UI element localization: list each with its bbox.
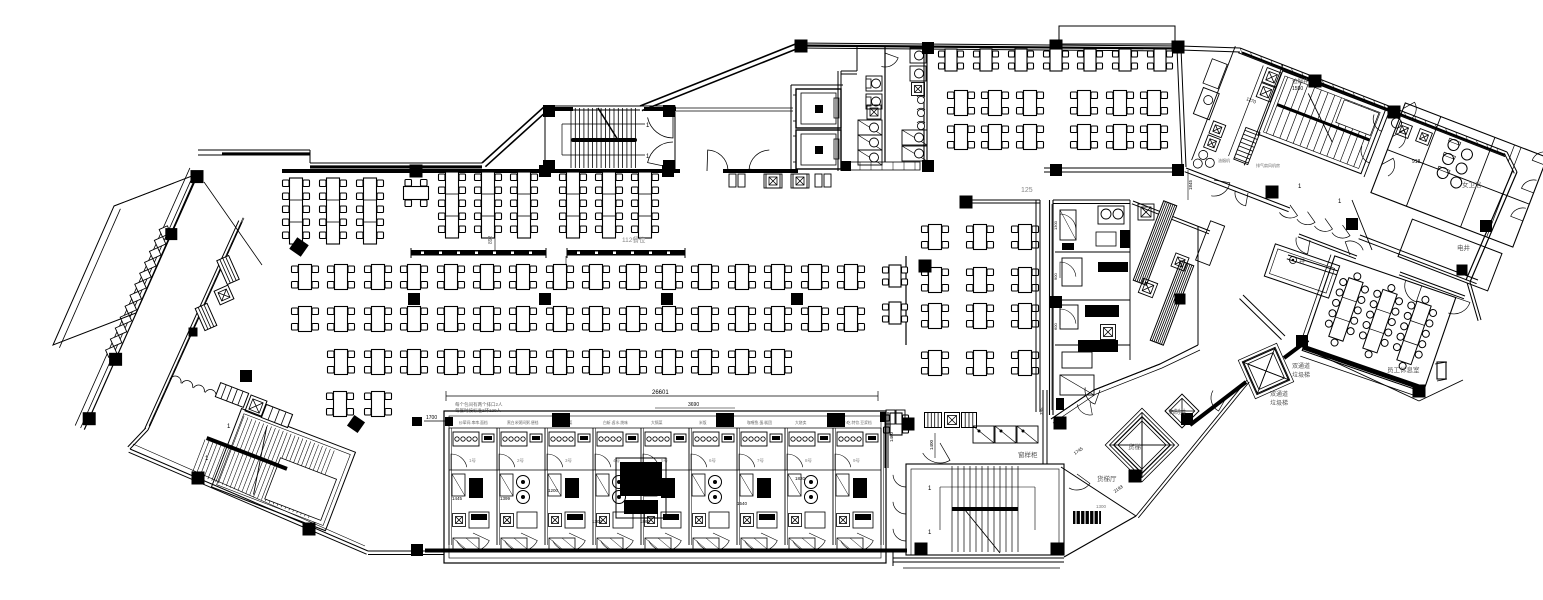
svg-text:600: 600 (1053, 323, 1058, 330)
svg-text:小吃.特饮.豆浆档: 小吃.特饮.豆浆档 (843, 420, 872, 425)
svg-text:垃圾梯: 垃圾梯 (1270, 399, 1288, 407)
svg-text:1: 1 (1298, 184, 1302, 190)
svg-text:电井: 电井 (1457, 243, 1471, 252)
svg-text:1: 1 (227, 424, 231, 430)
svg-text:7号: 7号 (757, 458, 765, 464)
svg-text:白斩.卤水.烧味: 白斩.卤水.烧味 (603, 420, 628, 425)
svg-text:1: 1 (928, 486, 932, 492)
svg-text:货梯: 货梯 (1128, 442, 1142, 451)
svg-text:货梯厅: 货梯厅 (1097, 474, 1117, 483)
svg-text:1: 1 (205, 456, 209, 462)
svg-text:边烟井: 边烟井 (1292, 77, 1309, 85)
svg-text:125: 125 (1021, 187, 1033, 194)
svg-text:5号: 5号 (661, 458, 669, 464)
svg-text:1302: 1302 (592, 519, 603, 524)
svg-text:井: 井 (1299, 257, 1305, 265)
svg-text:员工休息室: 员工休息室 (1387, 365, 1420, 374)
svg-text:2号: 2号 (517, 458, 525, 464)
svg-text:900: 900 (1053, 273, 1058, 280)
svg-text:6号: 6号 (709, 458, 717, 464)
svg-text:1399: 1399 (500, 496, 511, 501)
svg-text:米饭: 米饭 (699, 420, 707, 425)
svg-text:1400: 1400 (929, 439, 934, 450)
svg-text:1540: 1540 (737, 501, 748, 506)
svg-text:795: 795 (1039, 407, 1044, 415)
svg-text:排气扇风机房: 排气扇风机房 (1256, 162, 1280, 168)
svg-text:1445: 1445 (452, 496, 463, 501)
svg-text:黑白米粥间粥.便档: 黑白米粥间粥.便档 (507, 420, 539, 425)
svg-text:油烟机: 油烟机 (1218, 157, 1230, 163)
svg-text:26601: 26601 (652, 390, 669, 396)
svg-text:1460: 1460 (889, 431, 894, 442)
svg-text:1号: 1号 (469, 458, 477, 464)
svg-text:1270: 1270 (1246, 96, 1258, 104)
svg-text:3690: 3690 (688, 402, 699, 408)
svg-text:大锅菜: 大锅菜 (651, 420, 663, 425)
svg-text:1: 1 (646, 123, 650, 129)
svg-text:窗样柜: 窗样柜 (1018, 450, 1038, 459)
svg-text:1300: 1300 (1096, 504, 1107, 509)
svg-text:1200: 1200 (548, 488, 559, 493)
svg-text:每个包间有两个排口2人: 每个包间有两个排口2人 (455, 401, 503, 408)
svg-text:1860: 1860 (640, 519, 651, 524)
svg-text:9号: 9号 (853, 458, 861, 464)
svg-text:1: 1 (1338, 199, 1342, 205)
svg-text:炒荤间.串串.面档: 炒荤间.串串.面档 (459, 420, 488, 425)
svg-text:2193: 2193 (1113, 484, 1124, 494)
svg-text:垃圾梯: 垃圾梯 (1292, 371, 1310, 379)
svg-text:1: 1 (646, 154, 650, 160)
svg-text:1845: 1845 (1188, 179, 1193, 190)
svg-text:双通道: 双通道 (1292, 362, 1310, 370)
svg-text:3号: 3号 (565, 458, 573, 464)
svg-text:1745: 1745 (1073, 446, 1084, 456)
svg-text:892: 892 (488, 235, 494, 244)
svg-text:大烧卖: 大烧卖 (795, 420, 807, 425)
svg-text:1700: 1700 (426, 415, 437, 421)
svg-text:1: 1 (928, 530, 932, 536)
svg-text:4号: 4号 (613, 458, 621, 464)
svg-text:1820: 1820 (795, 476, 806, 481)
svg-text:油制井: 油制井 (1168, 408, 1186, 416)
svg-text:咖喱鱼.蛋.糕团: 咖喱鱼.蛋.糕团 (747, 420, 772, 425)
svg-text:女卫浴: 女卫浴 (1462, 180, 1482, 189)
svg-text:918: 918 (1412, 159, 1421, 165)
svg-text:1550: 1550 (1292, 86, 1303, 92)
svg-text:1300: 1300 (1053, 220, 1058, 230)
svg-text:112餐位: 112餐位 (622, 235, 646, 244)
svg-text:8号: 8号 (805, 458, 813, 464)
svg-text:双通道: 双通道 (1270, 390, 1288, 398)
